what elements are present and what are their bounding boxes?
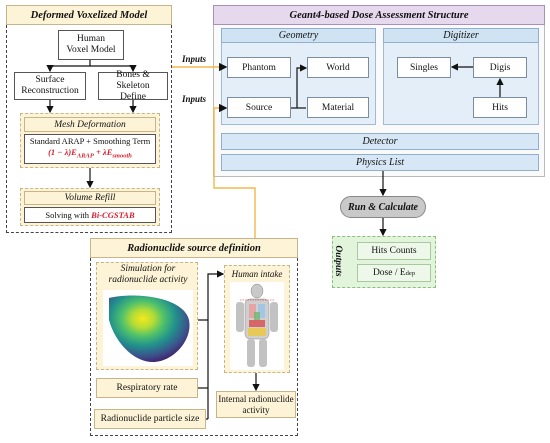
human-voxel-model-box: Human Voxel Model <box>58 30 124 60</box>
digis-box: Digis <box>473 57 527 78</box>
bones-skeleton-box: Bones & Skeleton Define <box>98 69 168 102</box>
inputs-label-source: Inputs <box>182 94 207 104</box>
digitizer-title: Digitizer <box>383 28 539 43</box>
run-calculate-node: Run & Calculate <box>340 196 426 218</box>
human-voxel-model-line1: Human <box>77 34 105 44</box>
activity-heatmap-graphic <box>109 295 190 362</box>
bones-skeleton-line1: Bones & Skeleton <box>116 69 150 91</box>
material-box: Material <box>307 97 369 118</box>
radionuclide-title: Radionuclide source definition <box>90 238 298 258</box>
inputs-label-phantom: Inputs <box>182 54 207 64</box>
volume-refill-title: Volume Refill <box>24 191 156 205</box>
surface-reconstruction-box: Surface Reconstruction <box>14 72 86 100</box>
outputs-label: Outputs <box>333 245 343 277</box>
formula-sub-smooth: smooth <box>112 152 132 160</box>
volume-refill-prefix: Solving with <box>45 210 92 220</box>
volume-refill-content: Solving with Bi-CGSTAB <box>24 207 156 223</box>
activity-heatmap <box>103 290 193 366</box>
particle-size-box: Radionuclide particle size <box>94 409 206 429</box>
mesh-deformation-line1: Standard ARAP + Smoothing Term <box>29 136 151 147</box>
hits-box: Hits <box>473 97 527 118</box>
simulation-title: Simulation for radionuclide activity <box>100 264 196 286</box>
formula-sub-arap: ARAP <box>76 152 94 160</box>
physics-list-bar: Physics List <box>221 154 539 171</box>
human-intake-title: Human intake <box>231 268 283 279</box>
respiratory-rate-box: Respiratory rate <box>96 378 198 398</box>
mesh-deformation-title: Mesh Deformation <box>24 117 156 132</box>
bones-skeleton-line2: Define <box>120 91 146 102</box>
geometry-title: Geometry <box>221 28 376 43</box>
mesh-deformation-formula: (1 − λ)EARAP + λEsmooth <box>48 147 132 162</box>
detector-bar: Detector <box>221 133 539 150</box>
world-box: World <box>307 57 369 78</box>
simulation-line2: radionuclide activity <box>108 275 188 285</box>
simulation-line1: Simulation for <box>120 264 176 274</box>
internal-activity-line2: activity <box>242 404 270 415</box>
internal-activity-box: Internal radionuclide activity <box>216 391 296 418</box>
internal-activity-line1: Internal radionuclide <box>218 394 294 404</box>
dose-prefix: Dose / E <box>372 268 406 278</box>
phantom-box: Phantom <box>227 57 291 78</box>
deformed-voxelized-model-title: Deformed Voxelized Model <box>6 5 172 25</box>
volume-refill-method: Bi-CGSTAB <box>91 210 135 220</box>
human-body-illustration <box>230 282 284 370</box>
formula-prefix: (1 − λ)E <box>48 147 77 158</box>
geant4-title: Geant4-based Dose Assessment Structure <box>213 5 545 25</box>
singles-box: Singles <box>397 57 451 78</box>
source-box: Source <box>227 97 291 118</box>
dose-sub: dep <box>405 269 416 277</box>
surface-reconstruction-line1: Surface <box>35 75 65 85</box>
formula-mid: + λE <box>93 147 113 158</box>
human-body-graphic <box>236 283 278 367</box>
human-voxel-model-line2: Voxel Model <box>66 45 116 55</box>
hits-counts-box: Hits Counts <box>357 242 431 260</box>
mesh-deformation-content: Standard ARAP + Smoothing Term (1 − λ)EA… <box>24 134 156 164</box>
surface-reconstruction-line2: Reconstruction <box>21 86 79 96</box>
